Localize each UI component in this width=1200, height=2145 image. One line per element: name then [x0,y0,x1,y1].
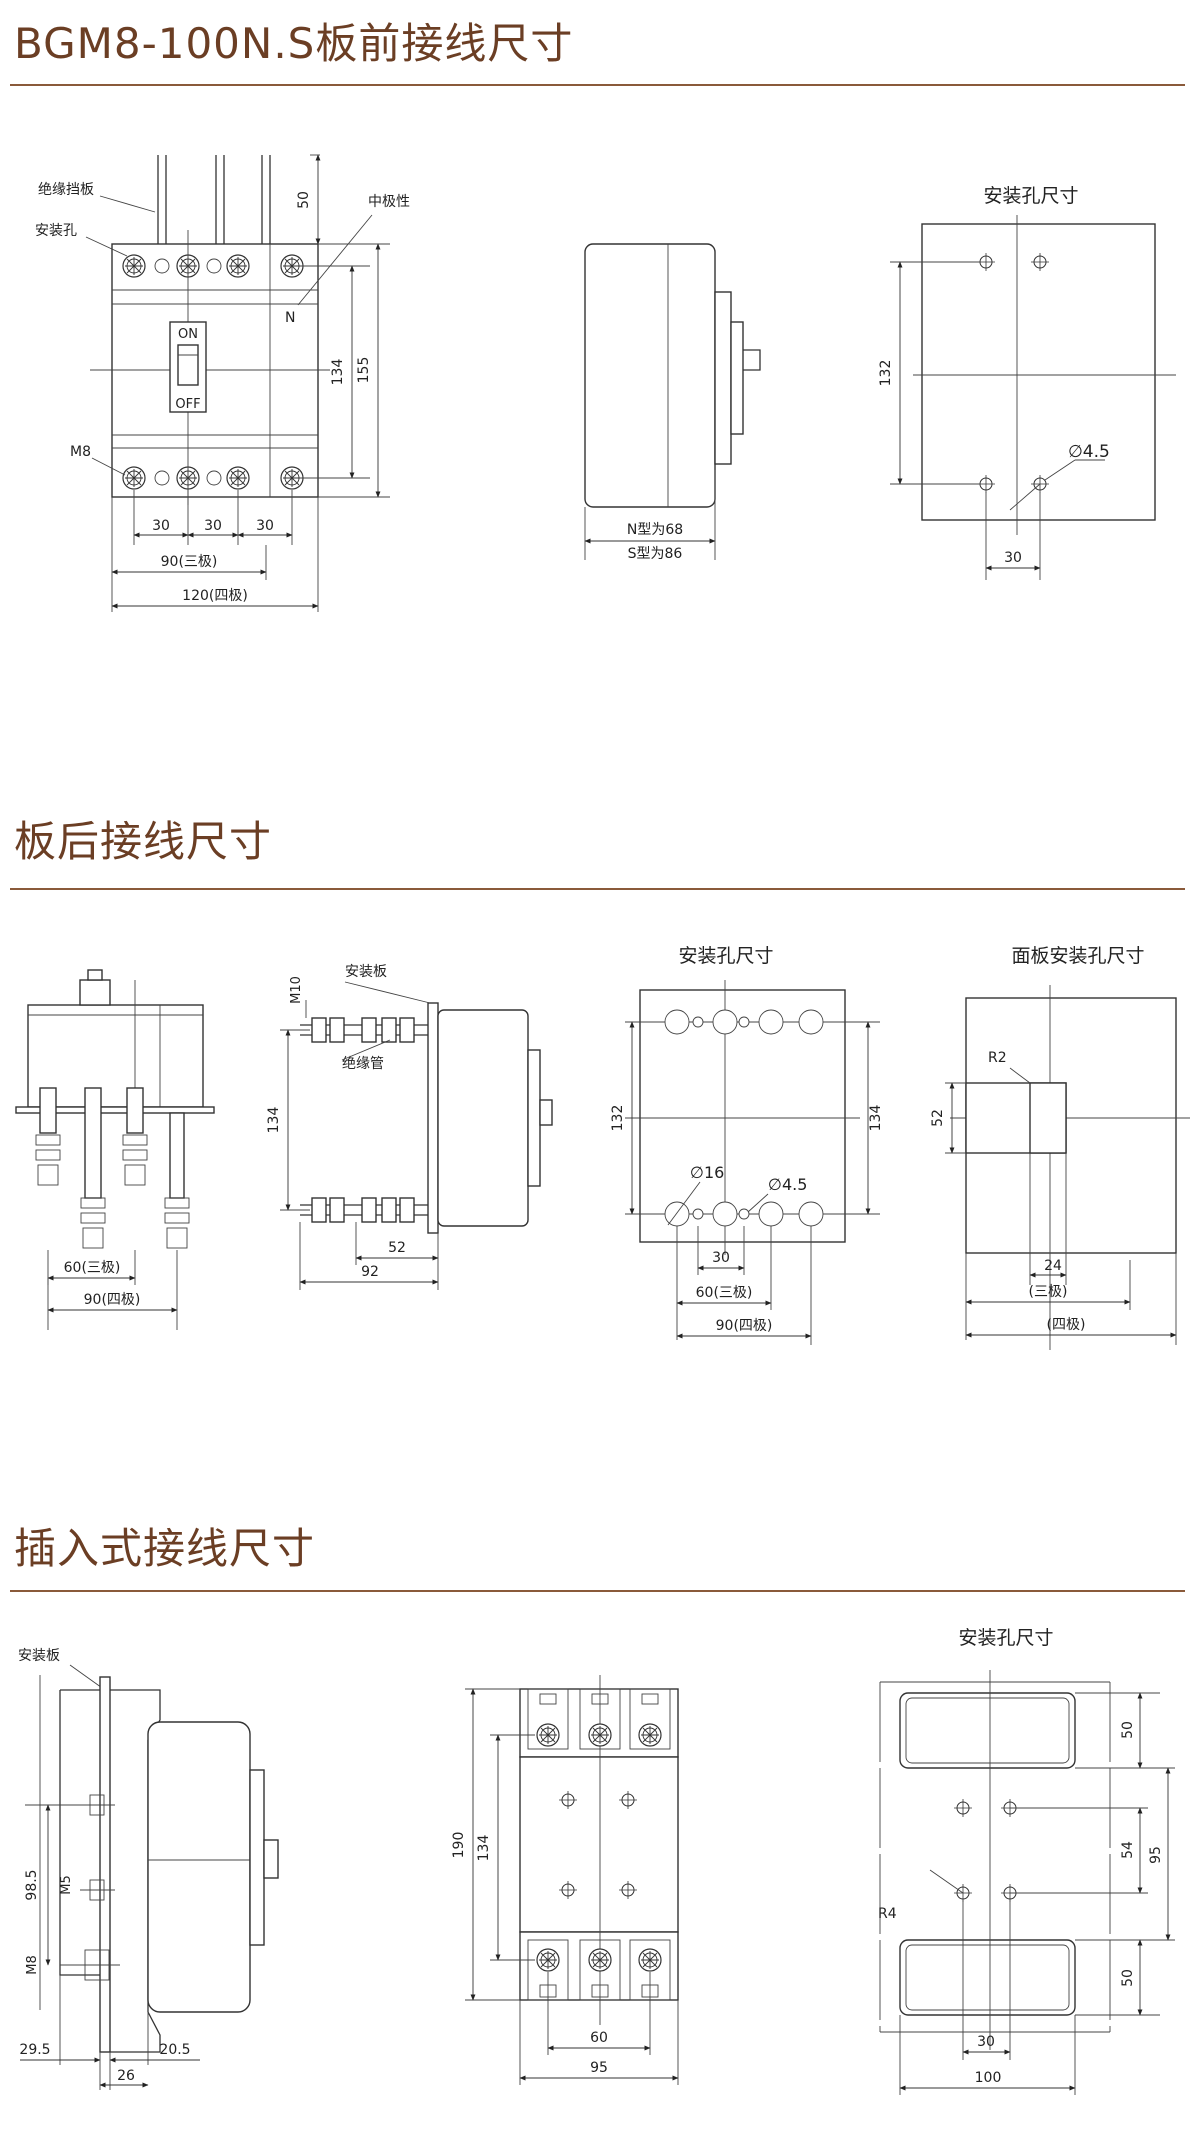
dim-90-three-pole: 90(三极) [161,554,218,570]
rear-panel-title: 面板安装孔尺寸 [1011,945,1144,967]
rear-dim-134: 134 [266,1107,282,1134]
plugin-m8-label: M8 [25,1955,40,1975]
front-hole-title: 安装孔尺寸 [983,185,1078,207]
plugin-front-view-drawing: 190 134 60 95 [451,1675,679,2085]
plugin-hole-title: 安装孔尺寸 [958,1627,1053,1649]
dim-134: 134 [330,359,346,386]
section-title-rear: 板后接线尺寸 [14,817,273,866]
rear-hole-60: 60(三极) [696,1285,753,1301]
plugin-mount-hole-drawing: 安装孔尺寸 50 95 54 50 R4 30 [878,1627,1175,2095]
plugin-dim-60: 60 [590,2030,608,2046]
plugin-dim-95: 95 [590,2060,608,2076]
neutral-pole-label: 中极性 [368,194,410,210]
front-hole-30: 30 [1004,550,1022,566]
plugin-side-view-drawing: 安装板 98.5 M5 M8 29.5 20.5 [18,1648,279,2090]
plugin-dim-134: 134 [476,1835,492,1862]
rear-front-view-drawing: 60(三极) 90(四极) [15,969,215,1330]
rear-hole-phi45: ∅4.5 [768,1175,807,1194]
plugin-dim-29-5: 29.5 [19,2042,50,2058]
section-rule-plugin [10,1590,1185,1592]
plugin-hole-95: 95 [1148,1846,1164,1864]
rear-insul-tube-label: 绝缘管 [342,1056,384,1072]
plugin-m5-label: M5 [59,1875,74,1895]
plugin-hole-54: 54 [1120,1841,1136,1859]
plugin-hole-100: 100 [975,2070,1002,2086]
plugin-hole-50-b: 50 [1120,1969,1136,1987]
rear-dim-92: 92 [361,1264,379,1280]
rear-hole-30: 30 [712,1250,730,1266]
rear-panel-24: 24 [1044,1258,1062,1274]
section-title-plugin: 插入式接线尺寸 [14,1524,316,1573]
section-rule-front [10,84,1185,86]
rear-hole-phi16: ∅16 [690,1163,724,1182]
n-depth-label: N型为68 [627,522,683,538]
off-label: OFF [175,397,200,412]
rear-dim-60: 60(三极) [64,1260,121,1276]
s-depth-label: S型为86 [628,546,683,562]
front-side-view-drawing: N型为68 S型为86 [584,243,761,562]
rear-panel-52: 52 [930,1109,946,1127]
n-label: N [285,310,295,326]
rear-mount-hole-drawing: 安装孔尺寸 132 134 ∅16 ∅4.5 30 60(三极) 90(四极) [610,945,884,1345]
plugin-dim-26: 26 [117,2068,135,2084]
rear-panel-hole-drawing: 面板安装孔尺寸 R2 52 24 (三极) (四极) [930,945,1190,1350]
dim-30-c: 30 [256,518,274,534]
rear-dim-90: 90(四极) [84,1292,141,1308]
front-hole-phi45: ∅4.5 [1068,442,1110,462]
rear-m10-label: M10 [289,976,304,1004]
on-label: ON [178,327,198,342]
dim-30-b: 30 [204,518,222,534]
front-mount-hole-drawing: 安装孔尺寸 132 ∅4.5 30 [878,185,1176,580]
plugin-hole-r4: R4 [878,1906,897,1922]
front-view-drawing: ON OFF 绝缘挡板 安装孔 中极性 N M8 50 134 155 30 3… [35,154,410,612]
front-hole-132: 132 [878,360,894,387]
plugin-dim-190: 190 [451,1832,467,1859]
dim-50: 50 [296,191,312,209]
dim-155: 155 [356,357,372,384]
rear-dim-52: 52 [388,1240,406,1256]
rear-side-view-drawing: 安装板 M10 绝缘管 134 52 92 [266,964,553,1290]
plugin-dim-98-5: 98.5 [24,1869,40,1900]
rear-hole-title: 安装孔尺寸 [678,945,773,967]
insulating-board-label: 绝缘挡板 [38,182,94,198]
section-title-front: BGM8-100N.S板前接线尺寸 [14,19,574,68]
mount-hole-label: 安装孔 [35,223,77,239]
rear-panel-r2: R2 [988,1050,1007,1066]
plugin-mount-board-label: 安装板 [18,1648,60,1664]
rear-panel-four: (四极) [1047,1317,1086,1333]
rear-hole-90: 90(四极) [716,1318,773,1334]
rear-hole-132: 132 [610,1105,626,1132]
rear-hole-134: 134 [868,1105,884,1132]
rear-panel-three: (三极) [1029,1284,1068,1300]
m8-label: M8 [70,444,91,460]
plugin-hole-50-a: 50 [1120,1721,1136,1739]
rear-mount-board-label: 安装板 [345,964,387,980]
plugin-hole-30: 30 [977,2034,995,2050]
plugin-dim-20-5: 20.5 [159,2042,190,2058]
dim-120-four-pole: 120(四极) [182,588,248,604]
dim-30-a: 30 [152,518,170,534]
section-rule-rear [10,888,1185,890]
